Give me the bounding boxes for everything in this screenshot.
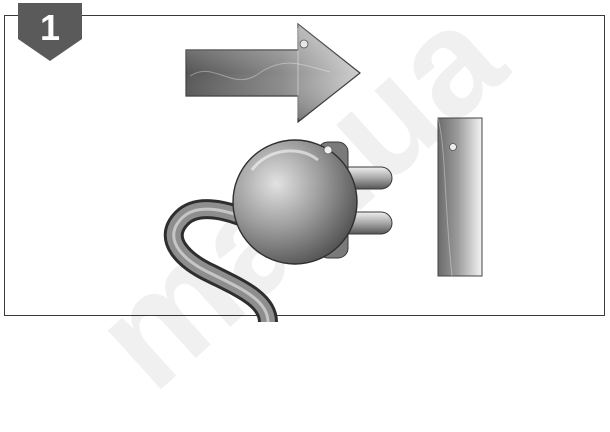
wall-socket [438,118,482,276]
right-arrow-icon [186,24,360,122]
unplug-illustration [0,0,610,322]
power-plug-icon [233,140,392,264]
